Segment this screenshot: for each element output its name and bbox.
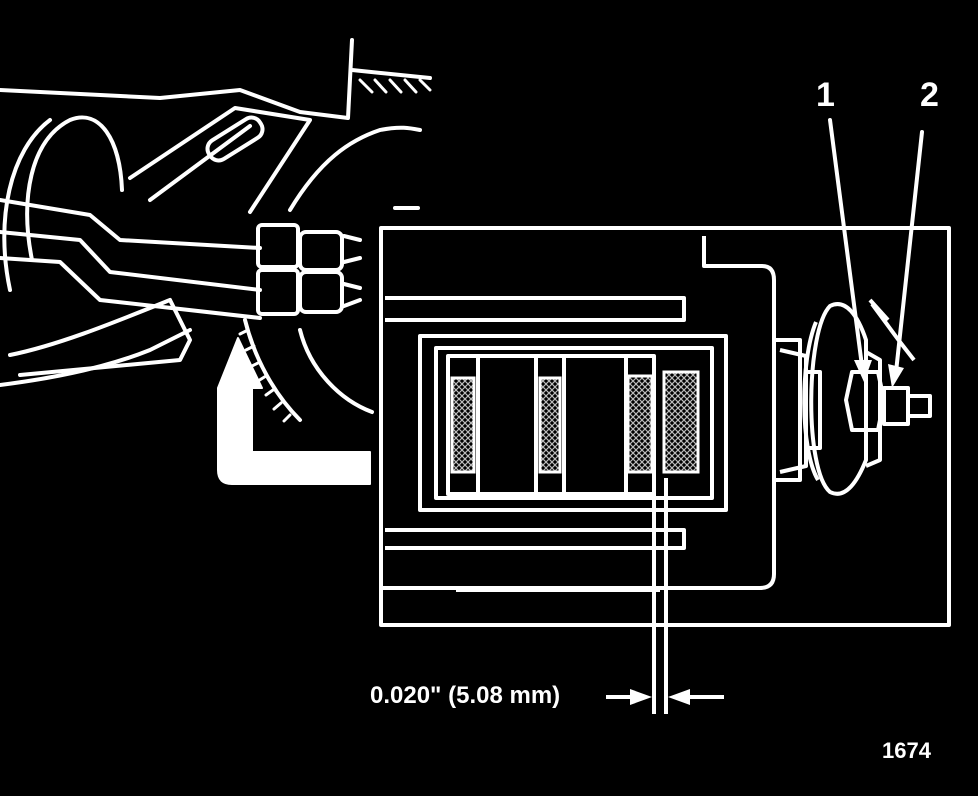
pad-inner-right bbox=[626, 374, 654, 474]
adjuster-assembly bbox=[776, 298, 932, 496]
pad-outer-right bbox=[662, 370, 700, 474]
dimension-arrowhead-left bbox=[630, 689, 652, 705]
pad-inner-left bbox=[538, 376, 562, 474]
callout-label-2: 2 bbox=[920, 76, 939, 114]
friction-pads bbox=[450, 370, 700, 474]
callout-2-arrowhead bbox=[888, 364, 904, 388]
figure-number: 1674 bbox=[882, 738, 931, 763]
callout-label-1: 1 bbox=[816, 76, 835, 114]
callout-1-arrowhead bbox=[854, 360, 872, 382]
callout-leaders bbox=[828, 118, 924, 374]
axle-assembly-drawing bbox=[0, 38, 432, 423]
pad-outer-left bbox=[450, 376, 476, 474]
detail-pointer-arrow bbox=[217, 337, 371, 485]
dimension-arrowhead-right bbox=[668, 689, 690, 705]
clearance-dimension bbox=[606, 478, 724, 714]
clearance-dimension-label: 0.020" (5.08 mm) bbox=[370, 682, 561, 709]
